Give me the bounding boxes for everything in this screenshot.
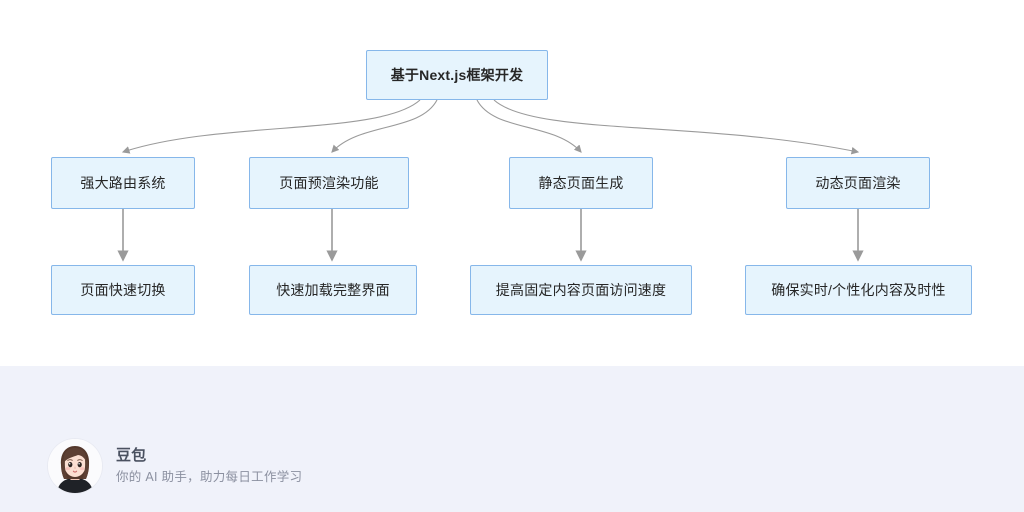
avatar	[48, 439, 102, 493]
node-benefit-2[interactable]: 快速加载完整界面	[249, 265, 417, 315]
assistant-footer: 豆包 你的 AI 助手，助力每日工作学习	[0, 366, 1024, 512]
diagram-canvas: 基于Next.js框架开发 强大路由系统 页面预渲染功能 静态页面生成 动态页面…	[51, 50, 972, 315]
assistant-avatar-icon	[48, 439, 102, 493]
node-feature-2[interactable]: 页面预渲染功能	[249, 157, 409, 209]
assistant-tagline: 你的 AI 助手，助力每日工作学习	[116, 469, 303, 484]
connector-root-to-branch-2	[331, 99, 438, 153]
node-benefit-4[interactable]: 确保实时/个性化内容及时性	[745, 265, 972, 315]
node-benefit-3[interactable]: 提高固定内容页面访问速度	[470, 265, 692, 315]
node-benefit-1[interactable]: 页面快速切换	[51, 265, 195, 315]
node-feature-4[interactable]: 动态页面渲染	[786, 157, 930, 209]
connector-root-to-branch-3	[476, 99, 582, 153]
node-feature-3[interactable]: 静态页面生成	[509, 157, 653, 209]
connector-root-to-branch-1	[121, 99, 421, 154]
assistant-footer-content: 豆包 你的 AI 助手，助力每日工作学习	[48, 439, 302, 493]
node-root[interactable]: 基于Next.js框架开发	[366, 50, 548, 100]
connector-root-to-branch-4	[493, 99, 860, 155]
assistant-info: 豆包 你的 AI 助手，助力每日工作学习	[116, 446, 302, 487]
assistant-name: 豆包	[116, 446, 147, 464]
node-feature-1[interactable]: 强大路由系统	[51, 157, 195, 209]
